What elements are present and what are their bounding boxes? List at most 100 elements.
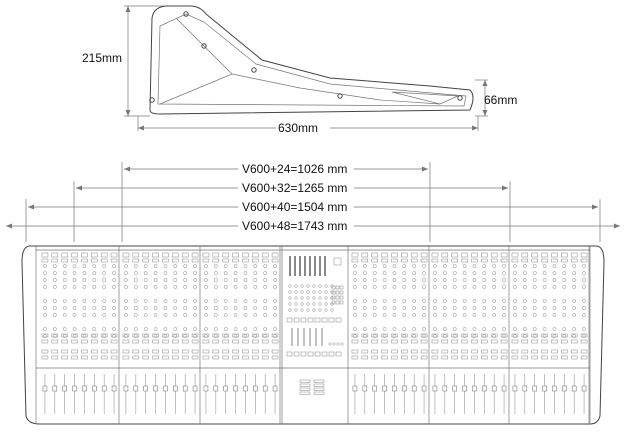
eq-knob <box>532 306 537 310</box>
channel-switch <box>381 355 388 360</box>
channel-switch <box>51 355 59 360</box>
channel-switch <box>162 355 169 360</box>
eq-knob <box>572 327 577 331</box>
eq-knob <box>193 299 197 303</box>
routing-button <box>110 252 118 258</box>
channel-bucket <box>202 246 281 424</box>
eq-knob <box>62 278 67 282</box>
eq-knob <box>213 278 218 282</box>
eq-knob <box>362 264 367 268</box>
channel-switch <box>212 333 220 338</box>
eq-knob <box>233 264 238 268</box>
eq-knob <box>124 264 128 268</box>
eq-knob <box>124 278 128 282</box>
eq-knob <box>143 285 148 289</box>
depth-label-bg <box>276 121 330 134</box>
routing-button <box>232 252 239 258</box>
eq-knob <box>223 299 228 303</box>
routing-button <box>580 252 588 258</box>
fader-cap <box>542 385 547 392</box>
channel-switch <box>570 333 578 338</box>
width-label-bg <box>238 219 354 233</box>
eq-knob <box>362 327 367 331</box>
eq-knob <box>273 264 277 268</box>
eq-knob <box>582 313 586 317</box>
eq-knob <box>353 271 357 275</box>
eq-knob <box>233 271 238 275</box>
eq-knob <box>263 278 268 282</box>
eq-knob <box>462 264 467 268</box>
master-keypad <box>313 379 325 383</box>
routing-button <box>222 258 229 263</box>
routing-button <box>461 252 468 258</box>
fader-cap <box>92 385 97 392</box>
eq-knob <box>263 299 268 303</box>
channel-switch <box>521 333 529 338</box>
eq-knob <box>513 334 517 338</box>
eq-knob <box>124 285 128 289</box>
eq-knob <box>52 264 57 268</box>
eq-knob <box>143 278 148 282</box>
eq-knob <box>442 334 447 338</box>
eq-knob <box>492 306 497 310</box>
eq-knob <box>362 313 367 317</box>
channel-switch <box>162 349 169 354</box>
eq-knob <box>382 299 387 303</box>
channel-buckets <box>41 246 590 424</box>
fader-cap <box>223 385 228 392</box>
screw-hole <box>251 67 257 73</box>
eq-knob <box>43 278 47 282</box>
eq-knob <box>223 285 228 289</box>
eq-knob <box>433 327 437 331</box>
routing-button <box>471 258 478 263</box>
channel-switch <box>431 355 439 360</box>
eq-knob <box>502 334 506 338</box>
channel-switch <box>162 339 169 344</box>
master-knob <box>312 308 316 312</box>
eq-knob <box>412 285 417 289</box>
eq-knob <box>572 285 577 289</box>
channel-switch <box>132 349 140 354</box>
fader-cap <box>233 385 238 392</box>
eq-knob <box>82 271 87 275</box>
eq-knob <box>124 334 128 338</box>
master-knob <box>288 290 292 294</box>
eq-knob <box>133 285 138 289</box>
eq-knob <box>392 306 397 310</box>
eq-knob <box>133 306 138 310</box>
fader-cap <box>173 385 178 392</box>
eq-knob <box>502 299 506 303</box>
eq-knob <box>52 313 57 317</box>
channel-switch <box>41 339 49 344</box>
fader-cap <box>432 385 438 392</box>
routing-button <box>521 252 529 258</box>
channel-switch <box>361 333 369 338</box>
eq-knob <box>253 306 258 310</box>
fader-cap <box>491 385 497 392</box>
channel-switch <box>162 333 169 338</box>
channel-switch <box>490 333 498 338</box>
channel-switch <box>580 355 588 360</box>
eq-knob <box>82 306 87 310</box>
eq-knob <box>562 306 567 310</box>
eq-knob <box>263 334 268 338</box>
channel-switch <box>521 355 529 360</box>
eq-knob <box>82 278 87 282</box>
channel-switch <box>271 333 279 338</box>
channel-switch <box>441 339 449 344</box>
routing-button <box>261 252 269 258</box>
channel-switch <box>222 355 229 360</box>
eq-knob <box>422 334 426 338</box>
side-profile-brace <box>159 73 441 105</box>
eq-knob <box>492 264 497 268</box>
eq-knob <box>193 334 197 338</box>
eq-knob <box>582 334 586 338</box>
eq-knob <box>542 299 547 303</box>
routing-button <box>261 258 269 263</box>
width-label-1743: V600+48=1743 mm <box>242 219 347 233</box>
eq-knob <box>513 264 517 268</box>
channel-switch <box>570 349 578 354</box>
eq-knob <box>72 313 77 317</box>
fader-cap <box>362 385 368 392</box>
routing-button <box>242 252 249 258</box>
